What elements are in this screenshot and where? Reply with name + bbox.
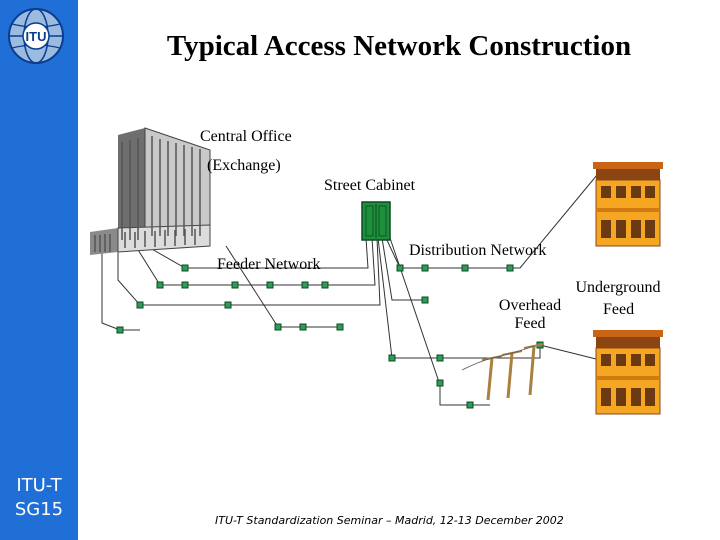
central-office-line2-label: (Exchange) [207,157,281,175]
underground-line [539,344,601,361]
node [116,326,124,334]
node [224,301,232,309]
node [156,281,164,289]
underground-feed-label: Underground [568,279,668,297]
overhead-feed-label: Overhead Feed [485,297,575,333]
central-office-line2: (Exchange) [207,157,281,174]
node [231,281,239,289]
feeder-line-4 [149,237,369,269]
organization-line2: SG15 [14,499,64,520]
dist-line-1 [377,237,541,359]
slide-title: Typical Access Network Construction [166,30,632,62]
logo-text: ITU [26,29,47,44]
network-nodes [116,264,544,409]
node [181,264,189,272]
overhead-wires [461,345,535,371]
node [321,281,329,289]
node [136,301,144,309]
overhead-feed-line2: Feed [514,315,546,332]
central-office-label: Central Office [200,128,292,146]
feeder-line-1 [101,240,140,331]
node [506,264,514,272]
node [181,281,189,289]
underground-feed-line2-label: Feed [603,301,635,318]
street-cabinet-icon [361,201,391,241]
itu-logo: ITU [8,8,64,64]
dist-line-3 [385,174,598,269]
underground-feed-line1: Underground [575,279,661,296]
organization-label: ITU-T SG15 [0,474,78,522]
distribution-network-label: Distribution Network [409,242,547,259]
footer: ITU-T Standardization Seminar – Madrid, … [215,514,564,527]
central-office-line1: Central Office [200,128,292,145]
node [274,323,282,331]
sidebar: ITU ITU-T SG15 [0,0,78,540]
house-icon [593,162,663,247]
feeder-network-label: Feeder Network [217,256,321,273]
node [466,401,474,409]
node [336,323,344,331]
street-cabinet-label: Street Cabinet [324,177,416,194]
central-office-building-icon [90,127,211,255]
node [461,264,469,272]
organization-line1: ITU-T [16,475,62,496]
node [421,264,429,272]
node [301,281,309,289]
node [436,354,444,362]
node [388,354,396,362]
dist-line-4 [389,237,490,406]
dist-line-2 [381,237,425,301]
node [396,264,404,272]
node [299,323,307,331]
utility-pole-icon [481,343,545,401]
node [266,281,274,289]
node [421,296,429,304]
node [436,379,444,387]
overhead-feed-line1: Overhead [498,297,562,314]
house-icon [593,330,663,415]
